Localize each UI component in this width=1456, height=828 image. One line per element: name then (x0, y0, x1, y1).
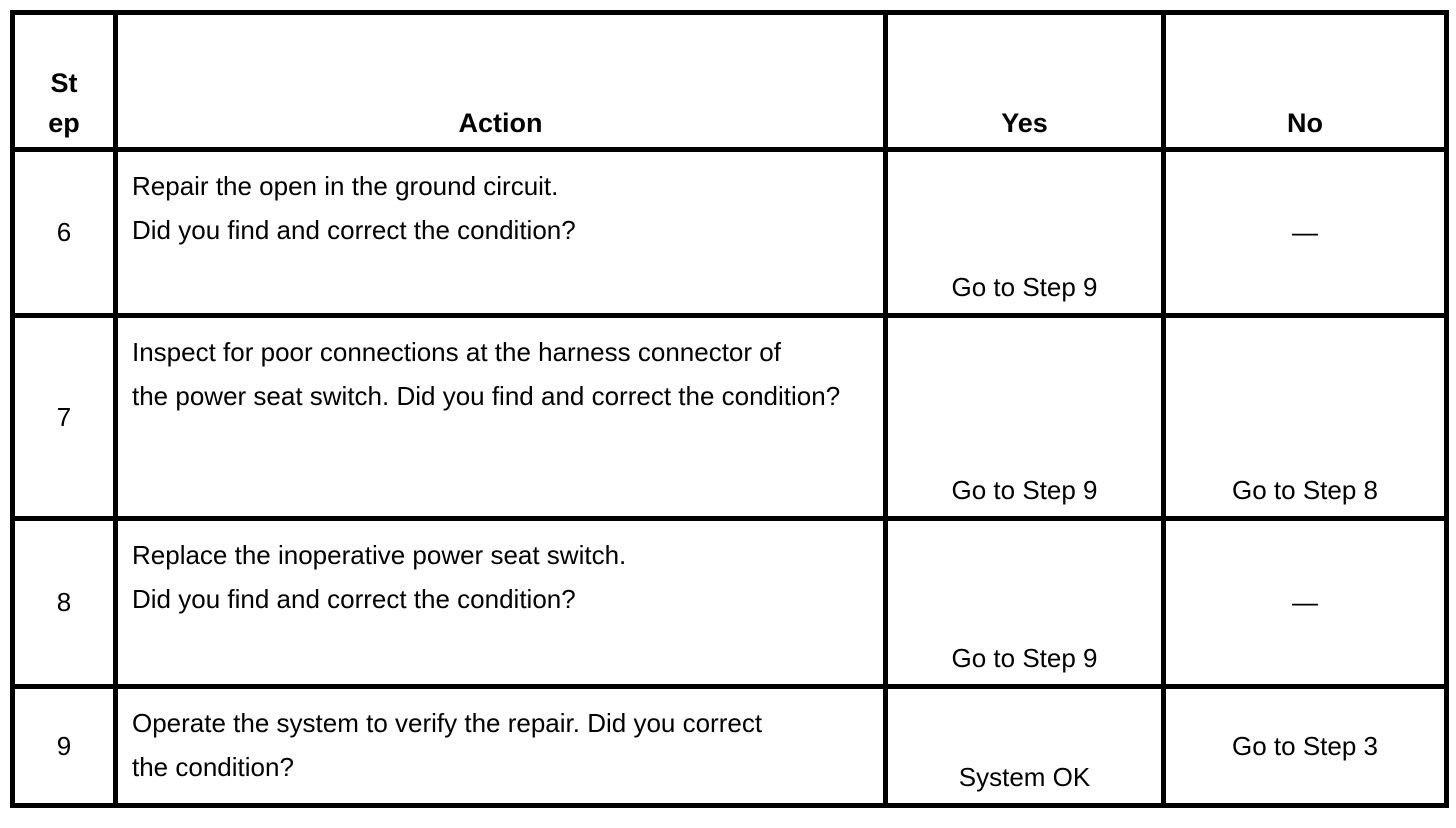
header-step-line-1: St (50, 68, 78, 98)
yes-value: Go to Step 9 (951, 475, 1098, 505)
action-line: Did you find and correct the condition? (132, 215, 576, 245)
yes-cell: System OK (888, 689, 1166, 808)
step-number: 7 (56, 401, 72, 432)
yes-cell: Go to Step 9 (888, 521, 1166, 689)
header-step-label: St ep (48, 63, 80, 143)
no-cell: — (1166, 152, 1449, 318)
action-line: the power seat switch. Did you find and … (132, 381, 841, 411)
action-line: Repair the open in the ground circuit. (132, 171, 559, 201)
step-number: 9 (56, 730, 72, 761)
yes-value: Go to Step 9 (951, 643, 1098, 673)
yes-value: System OK (958, 762, 1091, 792)
no-value: Go to Step 3 (1232, 730, 1378, 761)
yes-cell: Go to Step 9 (888, 318, 1166, 521)
step-number: 6 (56, 217, 72, 247)
no-cell: Go to Step 3 (1166, 689, 1449, 808)
yes-cell: Go to Step 9 (888, 152, 1166, 318)
yes-value: Go to Step 9 (951, 272, 1098, 302)
no-value: — (1292, 217, 1318, 247)
diagnostic-table: St ep Action Yes No 6 Repair the open in… (10, 10, 1449, 808)
header-no-label: No (1287, 108, 1323, 138)
no-value: — (1292, 587, 1318, 617)
step-number-cell: 6 (15, 152, 118, 318)
no-cell: Go to Step 8 (1166, 318, 1449, 521)
header-cell-action: Action (118, 15, 888, 152)
step-number-cell: 8 (15, 521, 118, 689)
step-number: 8 (56, 587, 72, 617)
action-cell: Repair the open in the ground circuit. D… (118, 152, 888, 318)
header-cell-step: St ep (15, 15, 118, 152)
action-line: the condition? (132, 752, 294, 782)
header-yes-label: Yes (1001, 108, 1048, 138)
no-cell: — (1166, 521, 1449, 689)
action-line: Did you find and correct the condition? (132, 584, 576, 614)
header-step-line-2: ep (48, 108, 80, 138)
no-value: Go to Step 8 (1232, 475, 1378, 505)
action-cell: Replace the inoperative power seat switc… (118, 521, 888, 689)
header-action-label: Action (458, 108, 543, 138)
step-number-cell: 9 (15, 689, 118, 808)
header-cell-no: No (1166, 15, 1449, 152)
action-cell: Inspect for poor connections at the harn… (118, 318, 888, 521)
action-line: Operate the system to verify the repair.… (132, 708, 763, 738)
header-cell-yes: Yes (888, 15, 1166, 152)
action-line: Inspect for poor connections at the harn… (132, 337, 781, 367)
action-line: Replace the inoperative power seat switc… (132, 540, 627, 570)
action-cell: Operate the system to verify the repair.… (118, 689, 888, 808)
step-number-cell: 7 (15, 318, 118, 521)
